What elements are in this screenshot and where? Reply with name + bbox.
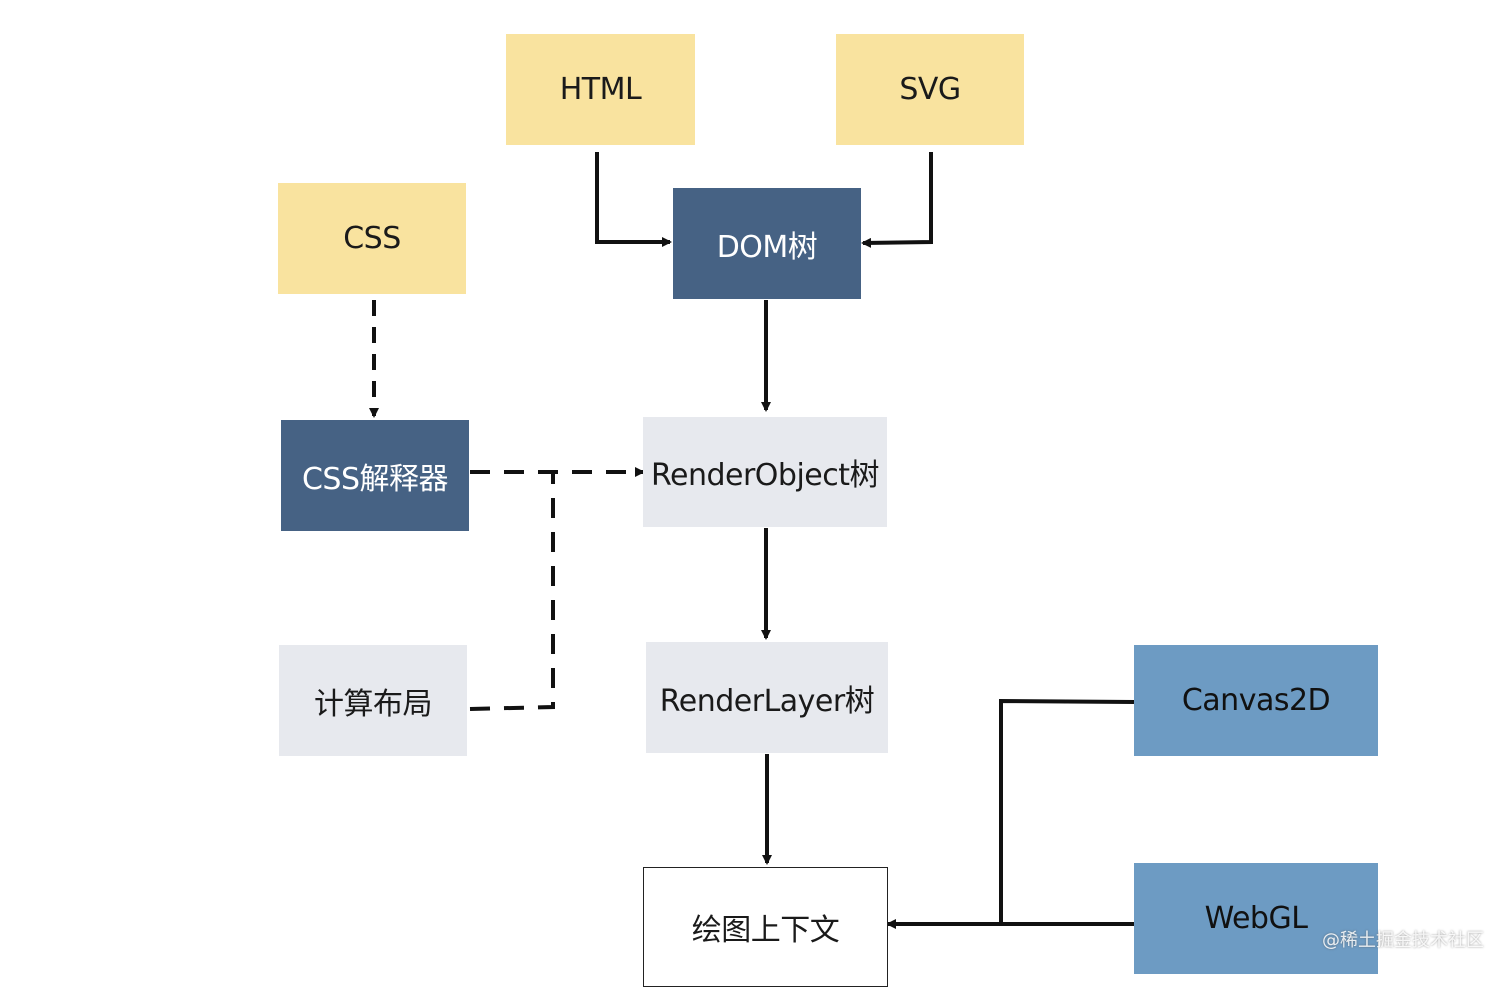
edge-layout-to-renderobject [469,472,555,711]
node-html: HTML [506,34,695,145]
node-render-object-tree: RenderObject树 [643,417,887,527]
node-render-layer-tree: RenderLayer树 [646,642,888,753]
node-svg: SVG [836,34,1024,145]
edge-canvas2d-to-context [999,698,1135,924]
node-compute-layout: 计算布局 [279,645,467,756]
node-canvas2d: Canvas2D [1134,645,1378,756]
edge-html-to-dom [595,152,672,247]
node-webgl: WebGL [1134,863,1378,974]
edge-svg-to-dom [861,152,933,248]
node-css-parser: CSS解释器 [281,420,469,531]
node-drawing-context: 绘图上下文 [643,867,888,987]
node-css: CSS [278,183,466,294]
node-dom-tree: DOM树 [673,188,861,299]
watermark: @稀土掘金技术社区 [1322,930,1484,951]
